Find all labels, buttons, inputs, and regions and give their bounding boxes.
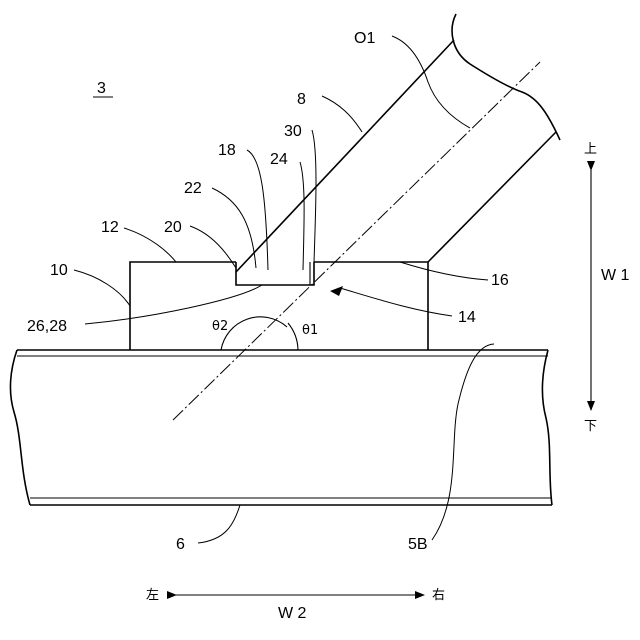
leader-lines — [74, 36, 494, 543]
label-10: 10 — [50, 262, 68, 279]
base-plate — [10, 350, 552, 505]
label-20: 20 — [164, 219, 182, 236]
label-up: 上 — [584, 142, 597, 157]
label-theta1: θ1 — [302, 323, 318, 338]
label-6: 6 — [176, 536, 185, 553]
label-30: 30 — [284, 123, 302, 140]
block-10 — [130, 262, 428, 350]
theta1-arc — [288, 323, 298, 350]
label-16: 16 — [491, 272, 509, 289]
label-5b: 5B — [408, 536, 428, 553]
label-24: 24 — [270, 151, 288, 168]
label-14: 14 — [458, 309, 476, 326]
label-down: 下 — [584, 419, 597, 434]
label-left: 左 — [146, 588, 159, 603]
label-26-28: 26,28 — [27, 318, 67, 335]
label-w2: W 2 — [278, 605, 307, 622]
label-right: 右 — [432, 588, 445, 603]
label-fig: 3 — [97, 80, 106, 97]
label-18: 18 — [218, 142, 236, 159]
pipe-8 — [236, 14, 560, 272]
label-o1: O1 — [354, 30, 375, 47]
axis-o1 — [173, 62, 540, 420]
label-w1: W 1 — [601, 267, 630, 284]
label-12: 12 — [101, 219, 119, 236]
label-22: 22 — [184, 180, 202, 197]
label-theta2: θ2 — [212, 319, 228, 334]
theta2-arc — [221, 317, 287, 350]
label-8: 8 — [297, 91, 306, 108]
